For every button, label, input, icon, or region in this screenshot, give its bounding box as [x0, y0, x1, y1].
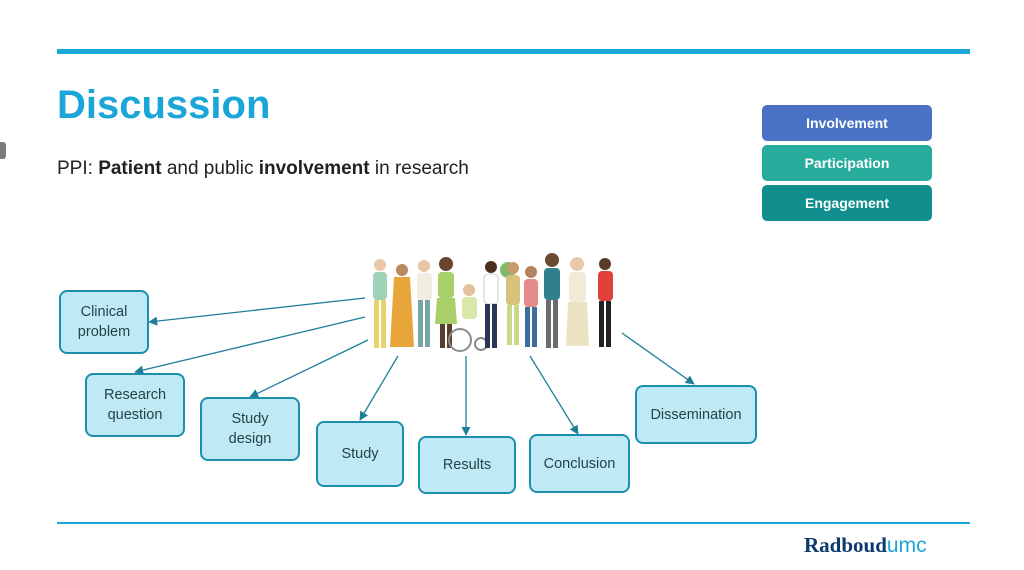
node-clinical-problem-line2: problem	[77, 324, 131, 340]
legend-involvement: Involvement	[762, 105, 932, 141]
bottom-divider	[57, 522, 970, 524]
radboudumc-logo: Radboudumc	[804, 533, 927, 558]
arrow-to-conclusion	[529, 355, 579, 435]
node-dissemination: Dissemination	[635, 385, 757, 444]
node-conclusion: Conclusion	[529, 434, 630, 493]
node-research-question: Research question	[85, 373, 185, 437]
people-group-illustration	[373, 253, 613, 352]
node-study: Study	[316, 421, 404, 487]
arrow-to-clinical-problem	[148, 297, 366, 326]
logo-part-radboud: Radboud	[804, 533, 887, 557]
subtitle-bold-involvement: involvement	[258, 158, 370, 179]
legend-participation: Participation	[762, 145, 932, 181]
arrow-to-research-question	[134, 316, 366, 375]
slide-subtitle: PPI: Patient and public involvement in r…	[57, 158, 469, 180]
legend-engagement: Engagement	[762, 185, 932, 221]
node-study-design: Study design	[200, 397, 300, 461]
node-clinical-problem-line1: Clinical	[80, 304, 128, 320]
node-study-design-line2: design	[228, 431, 272, 447]
node-results: Results	[418, 436, 516, 494]
subtitle-prefix: PPI:	[57, 158, 99, 179]
subtitle-suffix: in research	[369, 158, 469, 179]
node-clinical-problem: Clinical problem	[59, 290, 149, 354]
subtitle-middle: and public	[161, 158, 259, 179]
logo-part-umc: umc	[886, 534, 927, 557]
arrow-to-study	[359, 355, 399, 421]
node-research-question-line2: question	[107, 407, 163, 423]
node-research-question-line1: Research	[103, 387, 167, 403]
top-divider	[57, 49, 970, 54]
slide-title: Discussion	[57, 83, 271, 127]
side-tab	[0, 142, 6, 159]
arrow-to-dissemination	[621, 332, 695, 385]
node-study-design-line1: Study	[231, 411, 269, 427]
subtitle-bold-patient: Patient	[98, 158, 162, 179]
arrow-to-study-design	[249, 339, 369, 398]
